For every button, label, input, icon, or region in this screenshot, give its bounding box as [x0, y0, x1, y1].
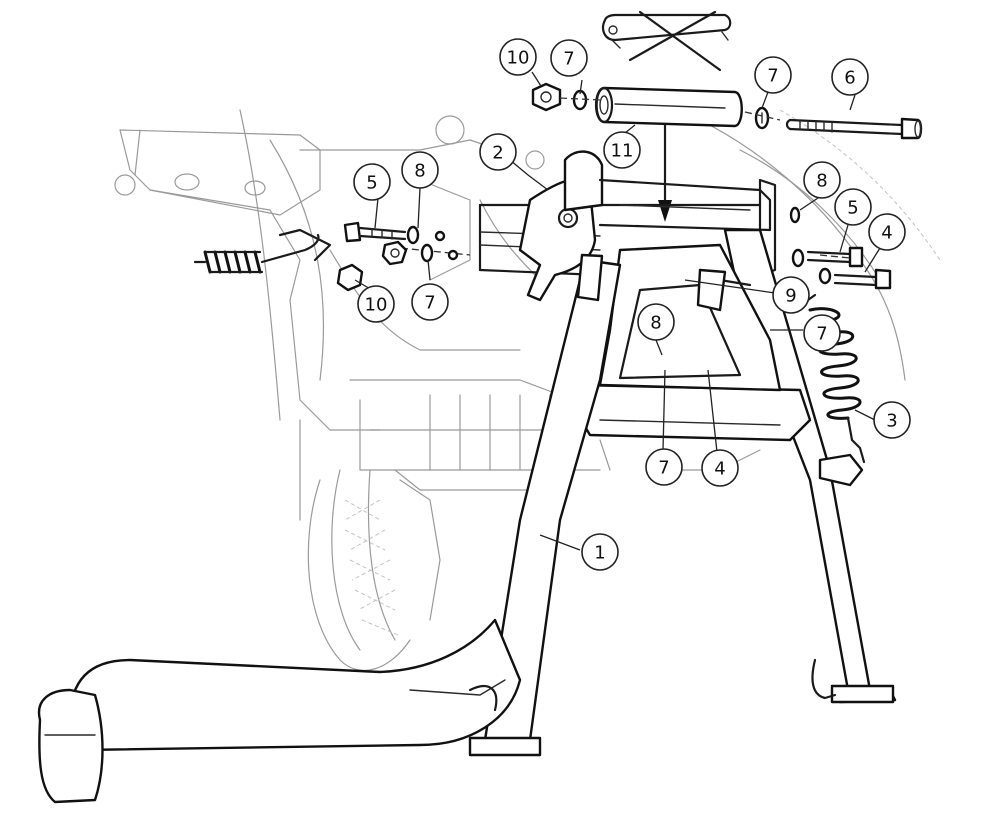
svg-text:2: 2	[492, 143, 503, 164]
callout-7-right: 7	[803, 314, 841, 352]
svg-text:3: 3	[886, 411, 897, 432]
callout-7-top-right: 7	[754, 56, 792, 94]
callout-5-left: 5	[353, 163, 391, 201]
background-motorcycle-frame	[114, 109, 941, 521]
stand-pivot-lugs	[576, 253, 727, 312]
svg-text:10: 10	[507, 48, 530, 69]
callout-11: 11	[603, 131, 641, 169]
svg-text:7: 7	[658, 458, 669, 479]
washer-top-right	[754, 106, 770, 130]
svg-text:7: 7	[816, 324, 827, 345]
callout-7-top-left: 7	[550, 39, 588, 77]
side-spring	[193, 228, 332, 274]
svg-text:4: 4	[714, 459, 725, 480]
callout-2: 2	[479, 133, 517, 171]
spring-washer-right	[789, 206, 805, 268]
callout-10-top: 10	[499, 38, 537, 76]
long-bolt	[785, 117, 923, 140]
callout-8-center: 8	[637, 303, 675, 341]
svg-text:1: 1	[594, 543, 605, 564]
washer-left-lower	[420, 243, 434, 263]
spring-washer-left	[406, 225, 420, 245]
callout-4-bottom: 4	[701, 449, 739, 487]
leader-lines	[354, 71, 881, 551]
svg-text:4: 4	[881, 223, 892, 244]
center-stand	[37, 228, 897, 804]
bolt-left	[343, 221, 407, 243]
rear-tyre	[307, 469, 441, 671]
callout-3: 3	[873, 401, 911, 439]
callout-7-left: 7	[411, 283, 449, 321]
svg-text:7: 7	[767, 66, 778, 87]
svg-text:8: 8	[414, 161, 425, 182]
svg-text:11: 11	[611, 141, 634, 162]
nut-left	[336, 240, 408, 292]
callout-6: 6	[831, 58, 869, 96]
callout-8-right-top: 8	[803, 161, 841, 199]
callout-10-left: 10	[357, 285, 395, 323]
small-ring-left	[447, 249, 459, 261]
svg-text:8: 8	[650, 313, 661, 334]
svg-text:6: 6	[844, 68, 855, 89]
callout-9: 9	[772, 276, 810, 314]
callout-1: 1	[581, 533, 619, 571]
svg-text:7: 7	[563, 49, 574, 70]
spacer-sleeve	[594, 86, 743, 128]
obsolete-part-crossed-out	[601, 10, 732, 72]
bolt-right-lower	[818, 267, 892, 290]
callout-7-bottom: 7	[645, 448, 683, 486]
callout-8-left: 8	[401, 151, 439, 189]
svg-text:8: 8	[816, 171, 827, 192]
svg-text:5: 5	[366, 173, 377, 194]
bolt-right-upper	[806, 246, 864, 268]
nut-top	[531, 82, 562, 112]
assembly-axis-line	[559, 97, 781, 121]
svg-text:10: 10	[365, 295, 388, 316]
svg-text:5: 5	[847, 198, 858, 219]
callout-4-right: 4	[868, 213, 906, 251]
callout-5-right: 5	[834, 188, 872, 226]
small-washer-left	[434, 230, 446, 242]
svg-text:9: 9	[785, 286, 796, 307]
svg-text:7: 7	[424, 293, 435, 314]
